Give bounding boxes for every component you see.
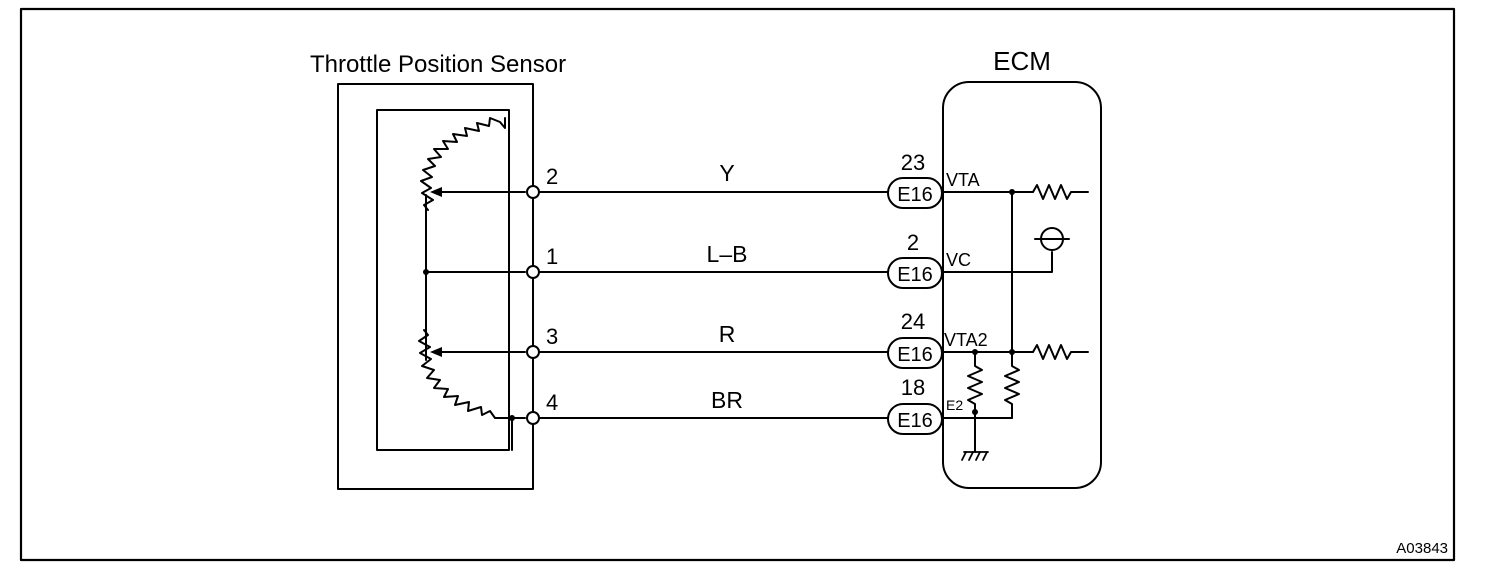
terminal-pin-3 (526, 345, 540, 359)
vta-resistor (1032, 184, 1089, 200)
connector-code: E16 (897, 410, 933, 432)
sensor-housing (337, 83, 534, 490)
diagram-frame (19, 7, 1456, 562)
ecm-title: ECM (993, 46, 1051, 76)
vta2-e2-resistor (967, 351, 983, 413)
terminal-pin-1 (526, 265, 540, 279)
vta-e2-resistor (1004, 191, 1020, 419)
connector-pin-number: 23 (901, 150, 925, 175)
connector-pin-number: 24 (901, 309, 925, 334)
signal-label-vc: VC (946, 250, 971, 270)
vta2-resistor (1032, 344, 1089, 360)
wire-color-label: Y (719, 160, 734, 186)
vc-line (941, 251, 1053, 273)
connector-code: E16 (897, 184, 933, 206)
terminal-pin-2 (526, 185, 540, 199)
vta-wiper-arrow-icon (430, 187, 442, 197)
connector-pin-number: 2 (907, 230, 919, 255)
sensor-pin-label: 3 (546, 324, 558, 349)
wire-color-label: R (719, 321, 736, 347)
figure-id: A03843 (1396, 540, 1448, 557)
terminal-pin-4 (526, 411, 540, 425)
sensor-pin-label: 4 (546, 390, 558, 415)
wire-color-label: BR (711, 387, 743, 413)
wire-color-label: L–B (707, 241, 748, 267)
connector-pin-number: 18 (901, 375, 925, 400)
sensor-title: Throttle Position Sensor (310, 51, 566, 78)
connector-code: E16 (897, 344, 933, 366)
sensor-inner-frame (376, 109, 510, 451)
ground-icon (961, 451, 989, 461)
connector-code: E16 (897, 264, 933, 286)
sensor-pin-label: 1 (546, 244, 558, 269)
signal-label-e2: E2 (946, 397, 963, 413)
upper-resistor-arc (420, 117, 506, 211)
signal-label-vta: VTA (946, 170, 980, 190)
lower-resistor-arc (418, 329, 513, 419)
sensor-pin-label: 2 (546, 164, 558, 189)
vta2-wiper-arrow-icon (430, 347, 442, 357)
ecm-housing (942, 81, 1102, 489)
signal-label-vta2: VTA2 (944, 330, 988, 350)
